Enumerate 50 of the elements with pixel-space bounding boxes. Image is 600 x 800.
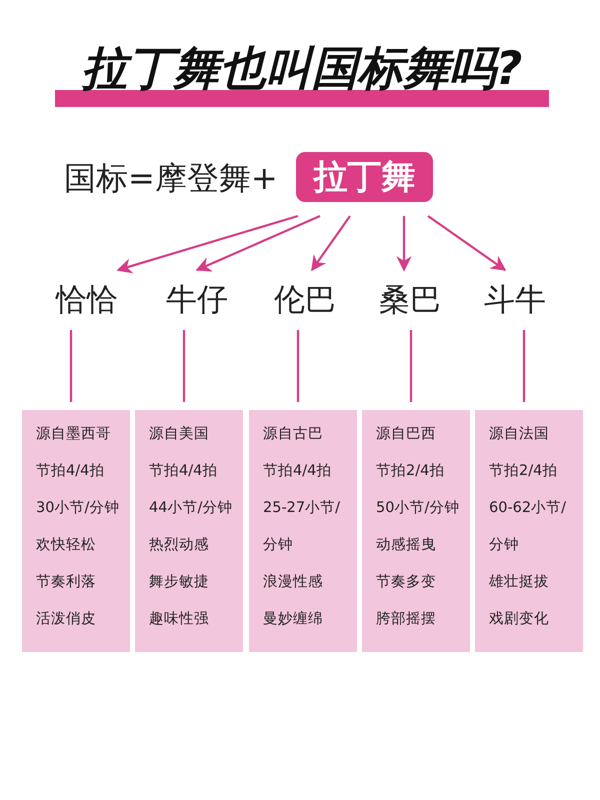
card-text: 舞步敏捷 — [149, 573, 210, 592]
card-text: 胯部摇摆 — [376, 610, 437, 629]
card-text: 热烈动感 — [149, 536, 210, 555]
info-card — [249, 410, 357, 652]
arrow — [196, 215, 320, 272]
card-text: 戏剧变化 — [489, 610, 550, 629]
dance-name: 伦巴 — [255, 278, 355, 322]
card-text: 节奏利落 — [36, 573, 97, 592]
card-text: 动感摇曳 — [376, 536, 437, 555]
highlight-box: 拉丁舞 — [296, 152, 433, 202]
info-card — [135, 410, 243, 652]
card-text: 50小节/分钟 — [376, 499, 460, 518]
card-text: 25-27小节/分钟 — [263, 499, 342, 555]
card-text: 节拍4/4拍 — [36, 462, 106, 481]
card-text: 44小节/分钟 — [149, 499, 234, 518]
connector-line — [182, 330, 186, 402]
card-text: 节奏多变 — [376, 572, 437, 592]
card-text: 节拍2/4拍 — [376, 462, 446, 481]
card-text: 30小节/分钟 — [36, 499, 120, 518]
card-text: 源自古巴 — [263, 425, 324, 444]
arrow — [396, 216, 412, 272]
card-text: 源自墨西哥 — [36, 425, 112, 444]
formula-text: 国标=摩登舞+ — [64, 158, 278, 199]
card-text: 节拍4/4拍 — [263, 462, 332, 481]
card-text: 源自法国 — [489, 425, 550, 444]
connector-line — [410, 330, 412, 402]
connector-line — [296, 330, 300, 402]
card-text: 曼妙缠绵 — [263, 610, 324, 629]
connector-line — [522, 330, 526, 402]
info-card — [475, 410, 583, 652]
dance-name: 恰恰 — [37, 278, 137, 322]
card-text: 浪漫性感 — [263, 572, 324, 592]
arrow — [116, 214, 298, 274]
dance-name: 牛仔 — [147, 278, 247, 322]
card-text: 活泼俏皮 — [36, 610, 97, 629]
card-text: 欢快轻松 — [36, 536, 97, 555]
card-text: 节拍4/4拍 — [149, 462, 218, 481]
dance-name: 斗牛 — [465, 278, 565, 322]
arrow — [427, 215, 506, 271]
card-text: 60-62小节/分钟 — [489, 499, 568, 555]
card-text: 源自美国 — [149, 424, 210, 444]
arrow — [311, 215, 351, 272]
card-text: 趣味性强 — [149, 610, 210, 629]
info-card — [362, 410, 470, 652]
info-card — [22, 410, 130, 652]
card-text: 雄壮挺拔 — [489, 573, 550, 592]
card-text: 源自巴西 — [376, 425, 437, 444]
card-text: 节拍2/4拍 — [489, 462, 558, 481]
connector-line — [70, 330, 72, 402]
dance-name: 桑巴 — [360, 278, 460, 322]
